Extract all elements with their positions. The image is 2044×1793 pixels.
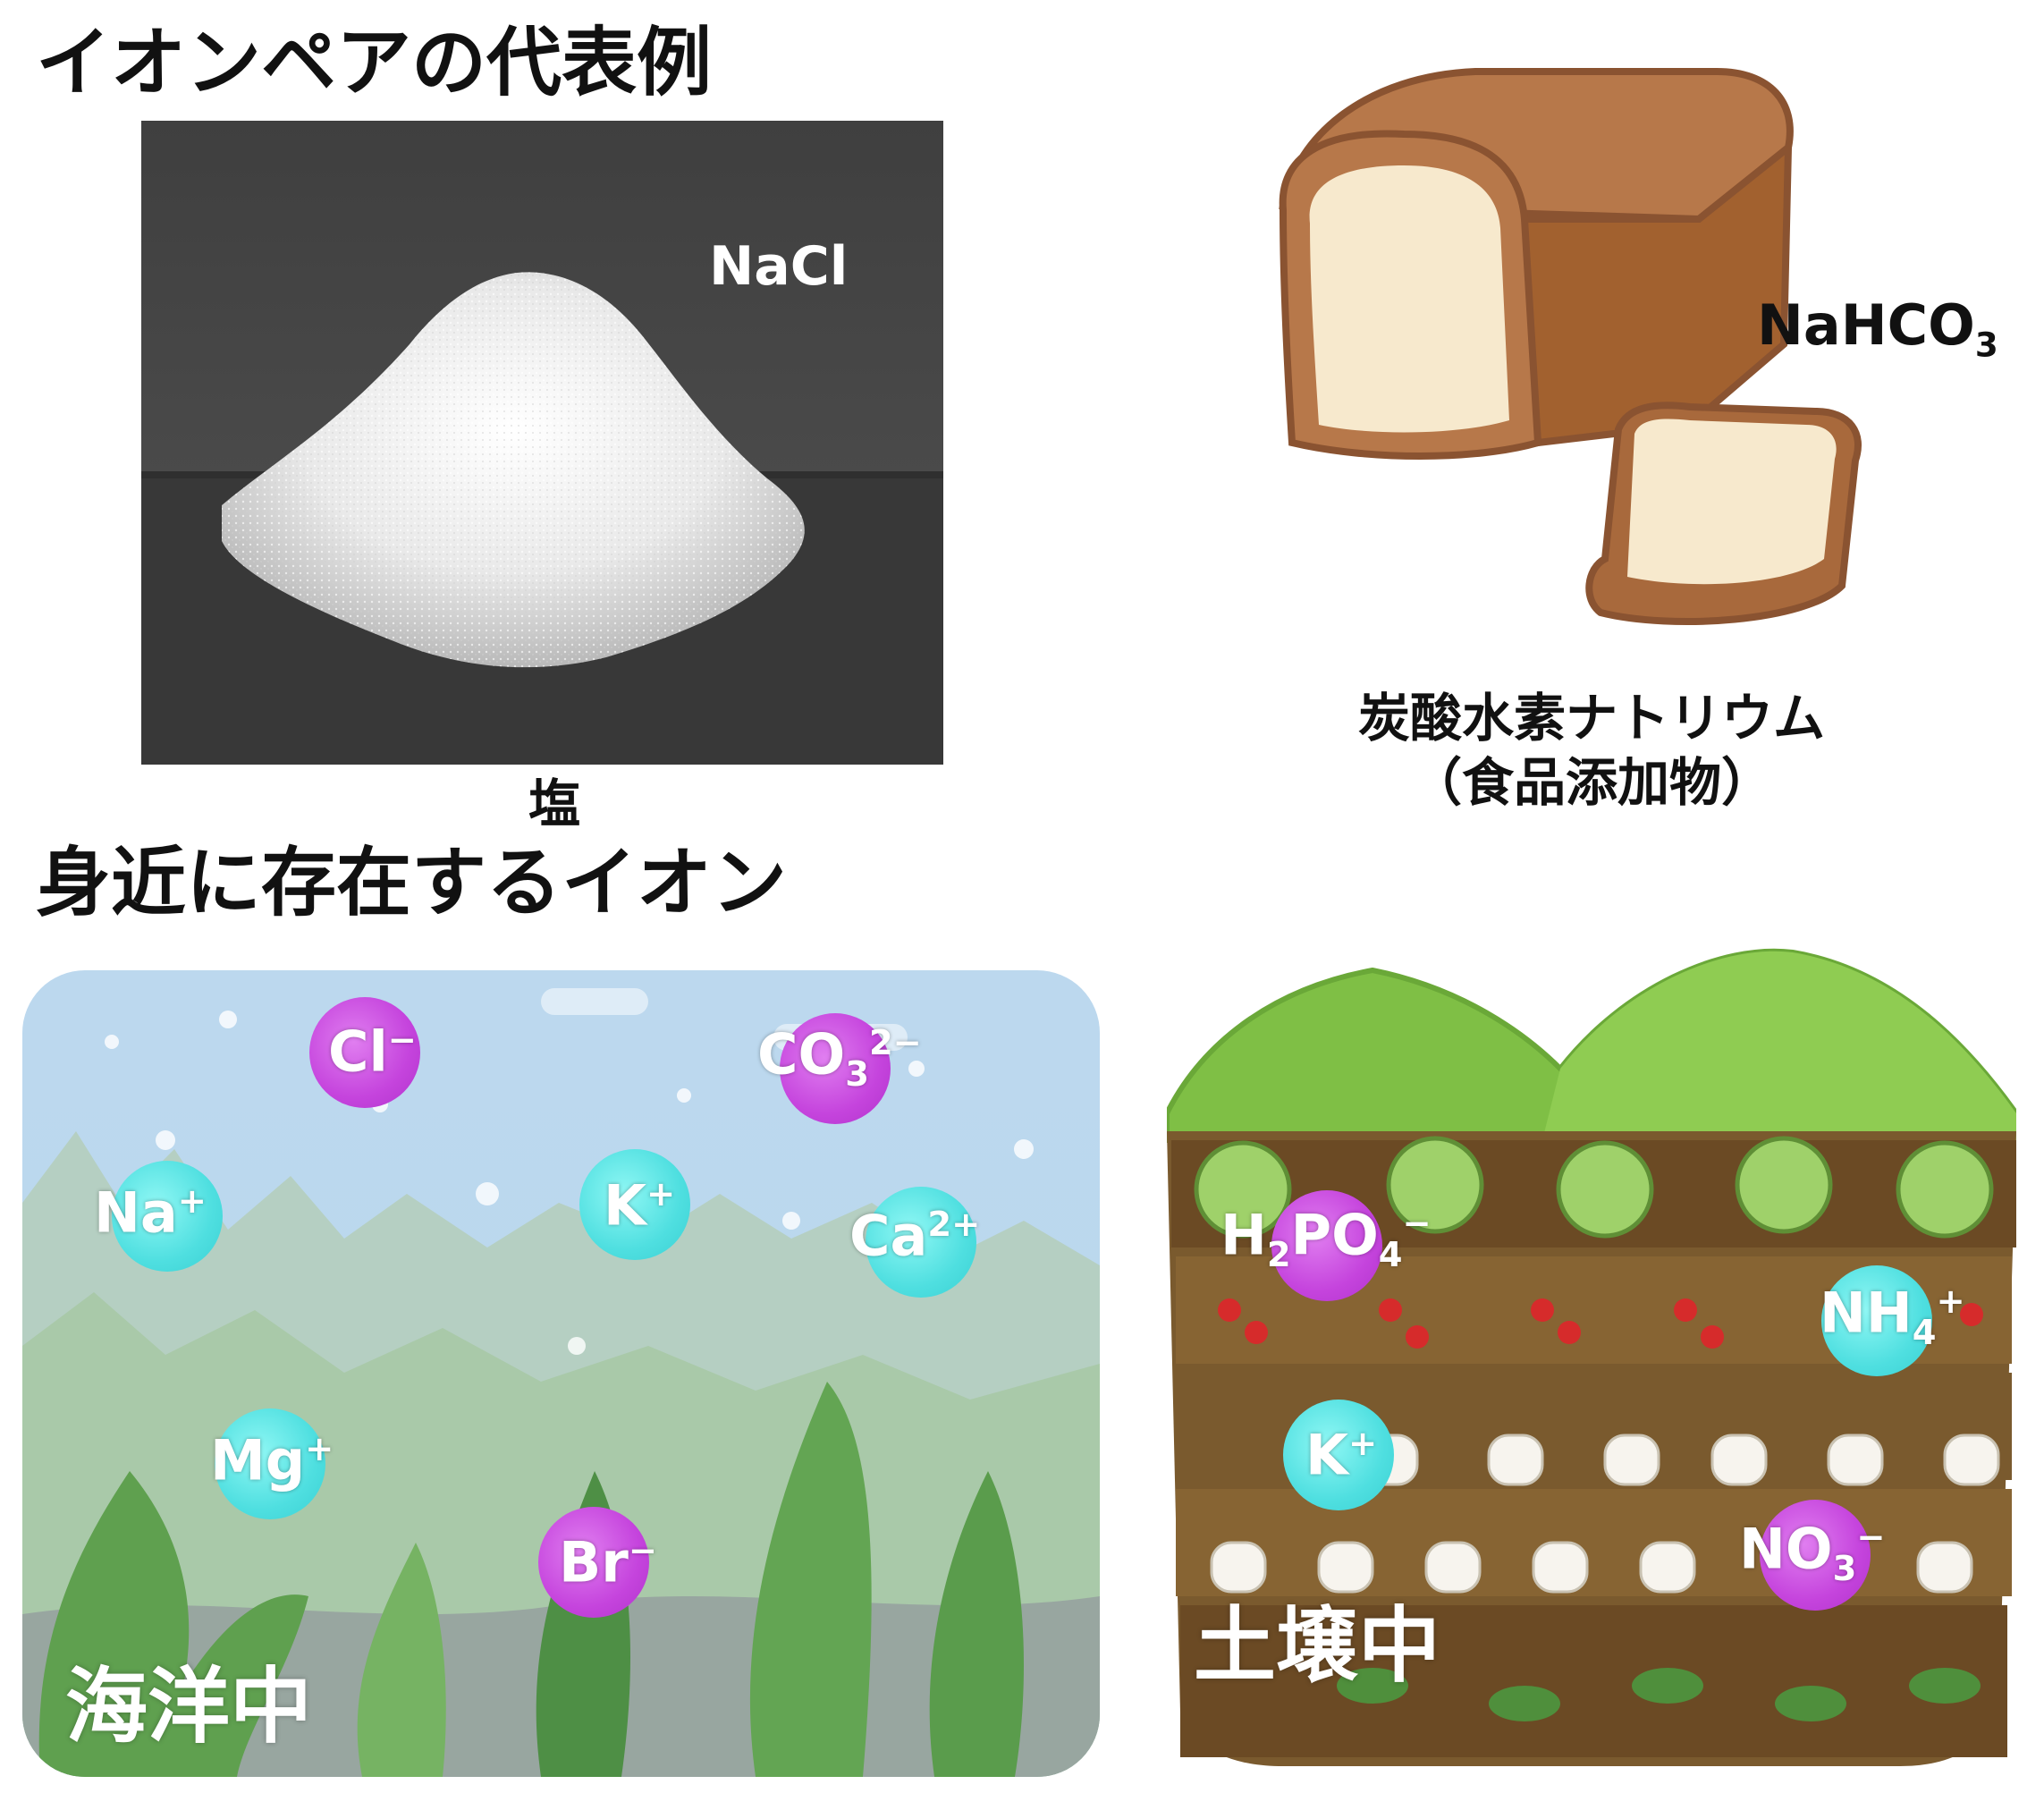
- ion-potassium-soil-label: K+: [1305, 1422, 1378, 1488]
- ocean-scene-label: 海洋中: [65, 1659, 313, 1755]
- ion-carbonate: [780, 1013, 891, 1124]
- ion-potassium: [579, 1149, 690, 1260]
- ion-ammonium-label: NH4+: [1820, 1280, 1965, 1354]
- section-title-everyday-ions: 身近に存在するイオン: [36, 839, 788, 926]
- bread-caption-line1: 炭酸水素ナトリウム: [1357, 688, 1825, 748]
- ion-nitrate: [1760, 1500, 1871, 1611]
- soil-scene: H2PO4− NH4+ K+ NO3− 土壌中: [1164, 917, 2019, 1775]
- ion-potassium-soil: [1283, 1400, 1394, 1510]
- ion-carbonate-label: CO32−: [757, 1021, 922, 1095]
- section-title-ion-pairs: イオンペアの代表例: [36, 19, 713, 106]
- ion-bromide: [538, 1507, 649, 1618]
- ion-ammonium: [1821, 1265, 1932, 1376]
- ion-sodium: [112, 1161, 223, 1272]
- salt-formula-label: NaCl: [709, 235, 849, 298]
- bread-formula-label: NaHCO3: [1757, 292, 1998, 365]
- ion-dihydrogen-phosphate: [1271, 1190, 1382, 1301]
- salt-pile-image: [141, 121, 943, 765]
- ion-calcium: [866, 1187, 976, 1298]
- soil-vegetables-image: [1164, 948, 2019, 1766]
- bread-loaf-image: [1279, 68, 1862, 625]
- ocean-scene: Cl− CO32− Na+ K+ Ca2+ Mg+ Br− 海洋中: [22, 970, 1100, 1777]
- ion-calcium-label: Ca2+: [849, 1203, 981, 1269]
- ion-dihydrogen-phosphate-label: H2PO4−: [1220, 1202, 1432, 1276]
- salt-caption: 塩: [528, 774, 580, 834]
- ion-magnesium-label: Mg+: [210, 1427, 334, 1493]
- soil-scene-label: 土壌中: [1194, 1598, 1441, 1694]
- ion-nitrate-label: NO3−: [1739, 1516, 1886, 1590]
- ion-chloride: [309, 997, 420, 1108]
- ion-potassium-label: K+: [604, 1172, 676, 1239]
- bread-caption-line2: （食品添加物）: [1409, 752, 1773, 813]
- bread-illustration: [1270, 49, 1896, 675]
- ion-chloride-label: Cl−: [328, 1019, 417, 1085]
- salt-photo: NaCl: [141, 121, 943, 765]
- ion-sodium-label: Na+: [94, 1180, 207, 1246]
- ion-bromide-label: Br−: [559, 1529, 658, 1595]
- ocean-seaweed-image: [22, 970, 1100, 1777]
- ion-magnesium: [215, 1408, 325, 1519]
